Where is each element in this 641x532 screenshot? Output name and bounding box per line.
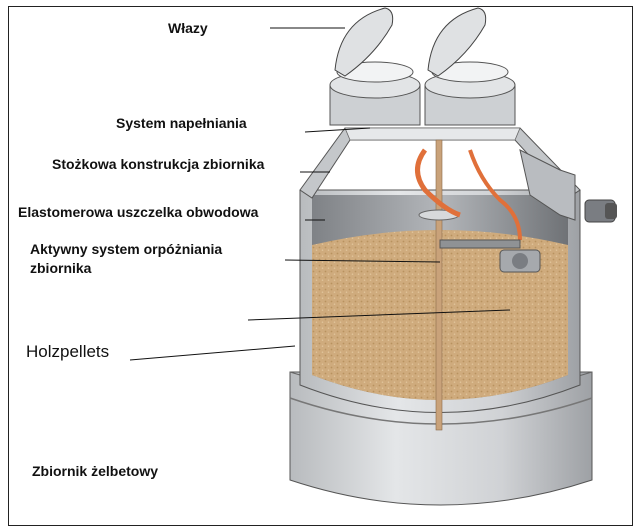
label-zbiornik: Zbiornik żelbetowy (32, 463, 159, 479)
label-holzpellets: Holzpellets (26, 342, 110, 361)
hatch-lids (334, 7, 487, 77)
label-oprozniania-line2: zbiornika (30, 260, 92, 276)
label-uszczelka: Elastomerowa uszczelka obwodowa (18, 204, 259, 220)
filling-hose (415, 148, 522, 241)
label-system-napelniania: System napełniania (116, 115, 247, 131)
label-stozkowa-konstrukcja: Stożkowa konstrukcja zbiornika (52, 156, 265, 172)
leader-lines (129, 27, 511, 361)
label-oprozniania-line1: Aktywny system orpóżniania (30, 241, 223, 257)
side-connector (519, 149, 617, 223)
hatch-collars (329, 61, 516, 126)
extraction-unit (439, 239, 541, 273)
label-wlazy: Włazy (168, 20, 208, 36)
